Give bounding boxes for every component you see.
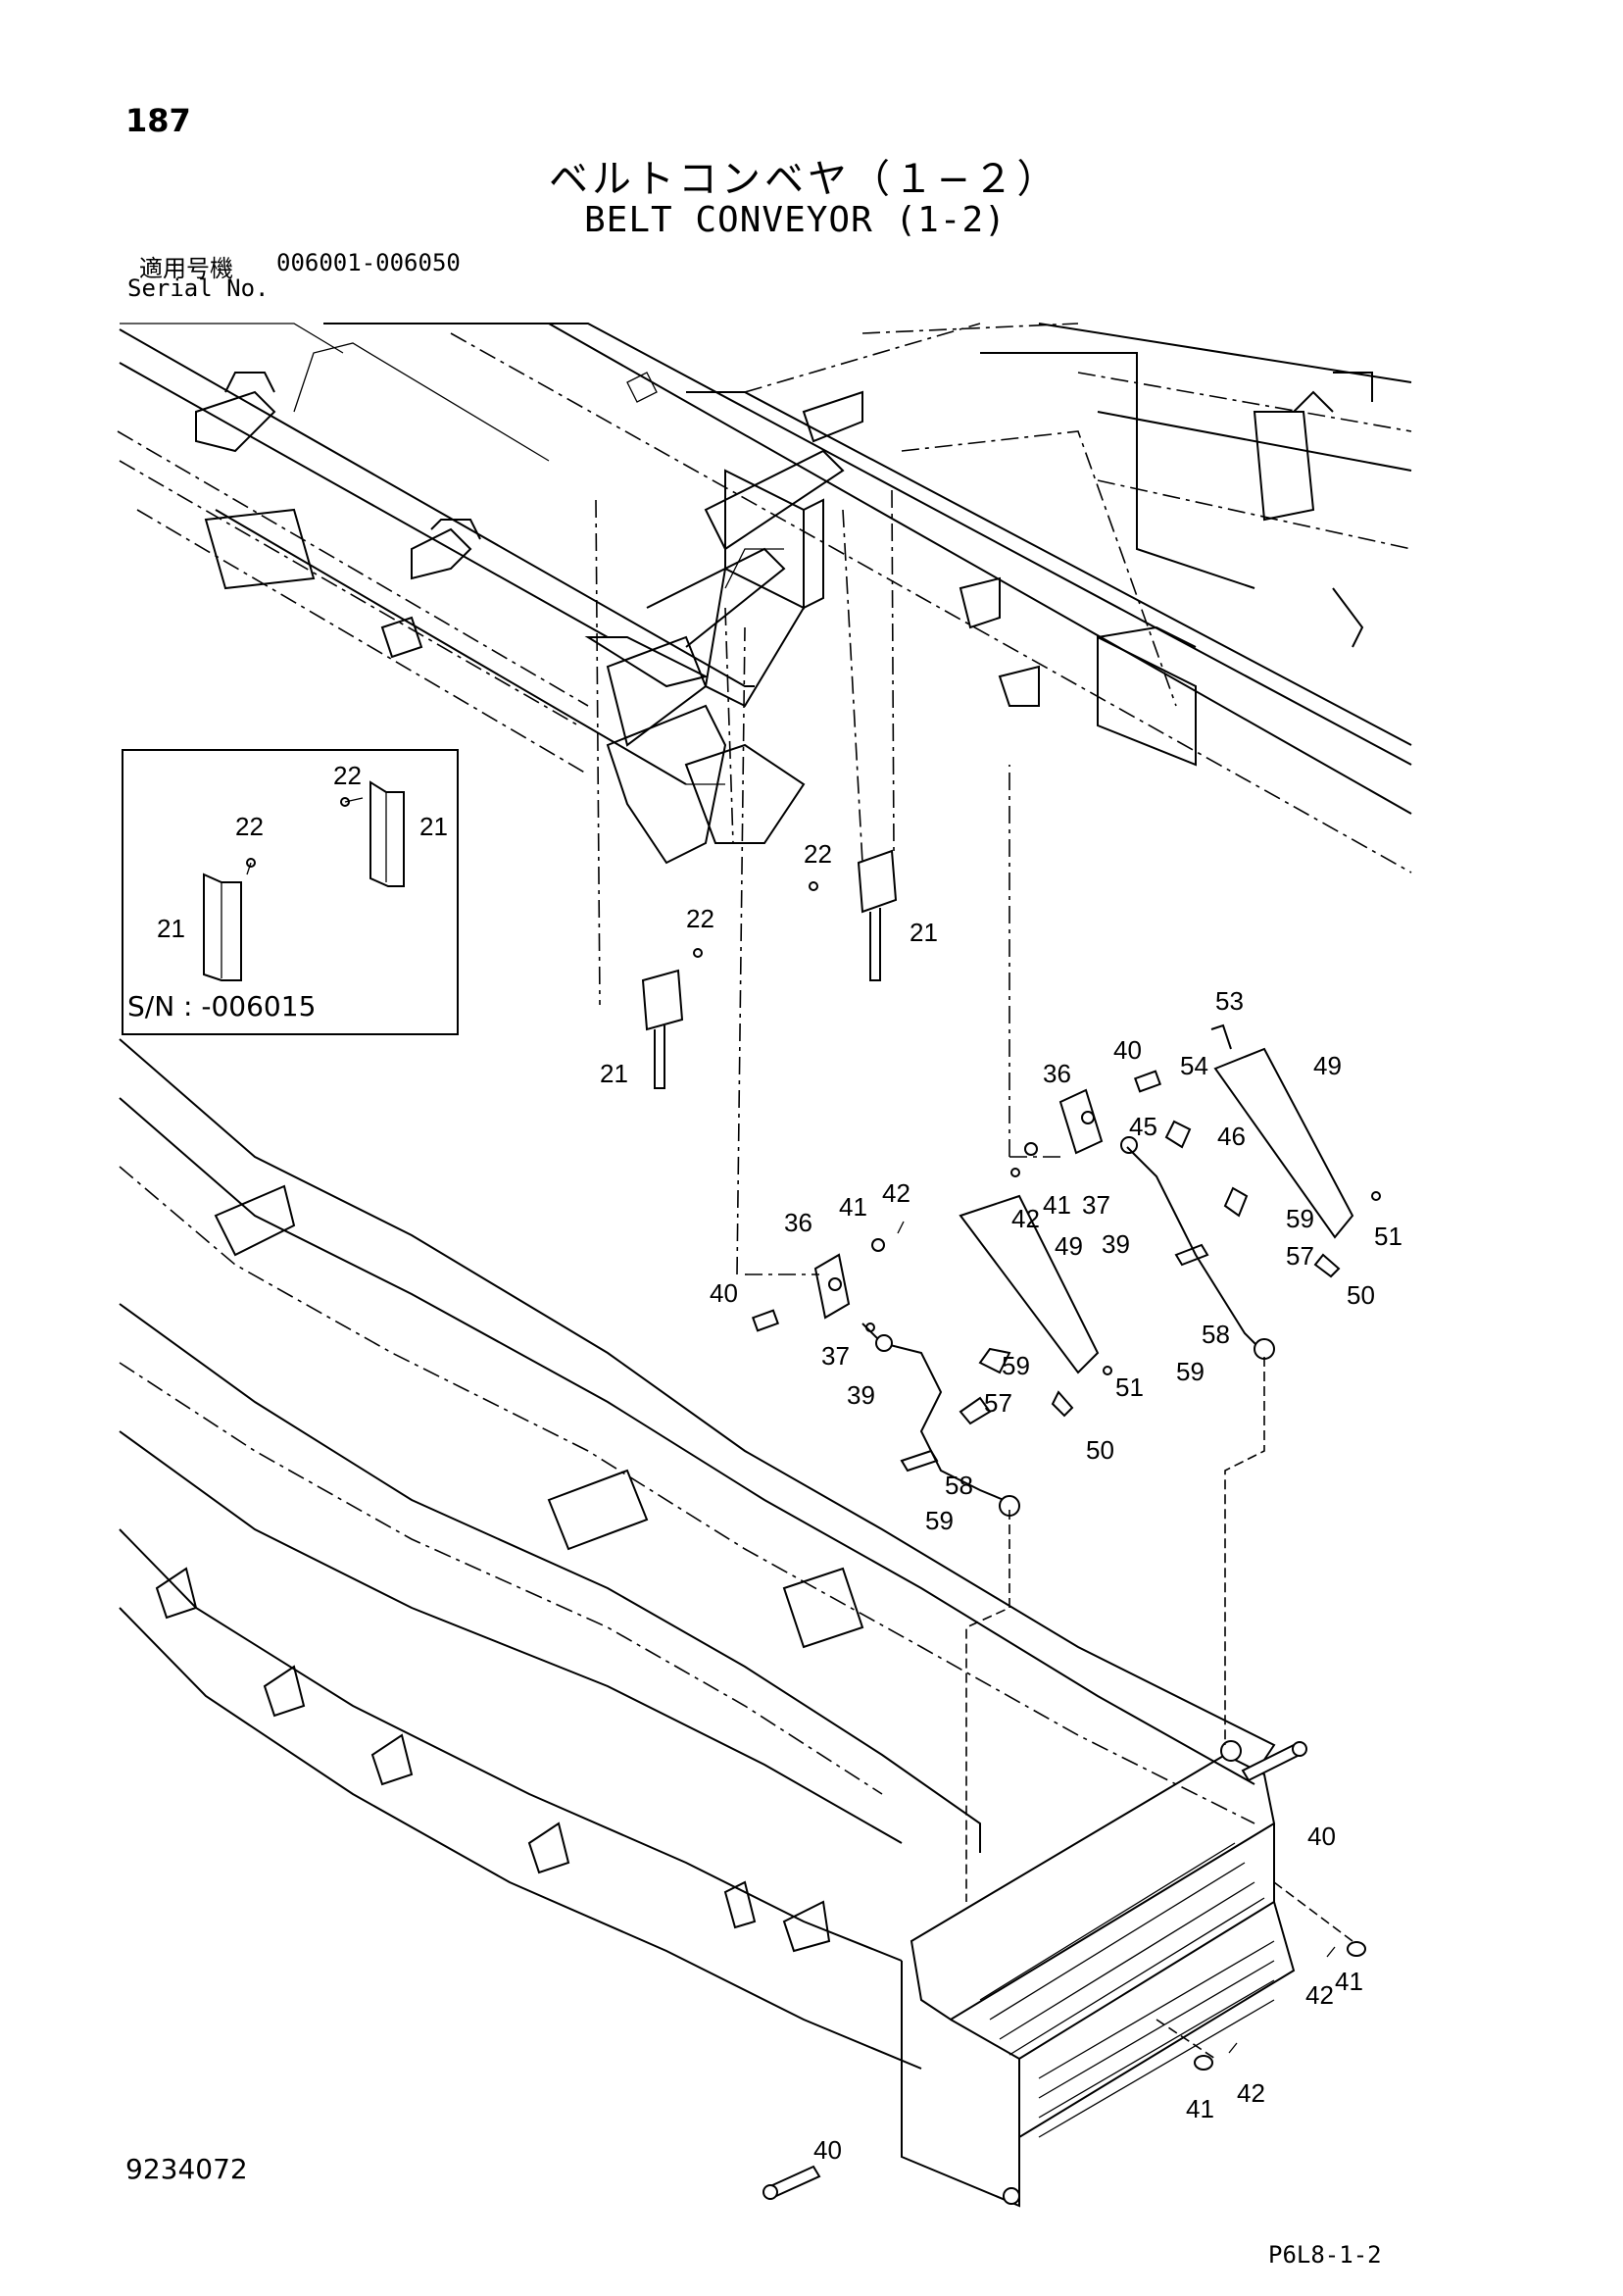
callout-label: 59 bbox=[1002, 1351, 1030, 1380]
callout-label: 42 bbox=[1011, 1204, 1040, 1233]
callout-label: 58 bbox=[945, 1471, 973, 1500]
serial-label-english: Serial No. bbox=[127, 275, 270, 302]
callout-label: 37 bbox=[821, 1341, 850, 1371]
callout-label: 58 bbox=[1202, 1320, 1230, 1349]
drawing-number: 9234072 bbox=[125, 2153, 248, 2185]
callout-label: 22 bbox=[804, 839, 832, 869]
callout-labels: 22 22 21 21 22 21 22 21 53 40 36 54 49 4… bbox=[157, 761, 1402, 2165]
bracket-assembly-right bbox=[1008, 765, 1381, 1360]
callout-label: 22 bbox=[333, 761, 362, 790]
callout-label: 36 bbox=[784, 1208, 812, 1237]
callout-label: 57 bbox=[984, 1388, 1012, 1418]
callout-label: 51 bbox=[1374, 1222, 1402, 1251]
callout-label: 41 bbox=[1335, 1967, 1363, 1996]
serial-label-japanese: 適用号機 bbox=[139, 255, 233, 282]
callout-label: 21 bbox=[600, 1059, 628, 1088]
callout-label: 59 bbox=[925, 1506, 954, 1535]
callout-label: 22 bbox=[686, 904, 714, 933]
callout-label: 42 bbox=[882, 1178, 910, 1208]
callout-label: 41 bbox=[1186, 2094, 1214, 2123]
inset-parts bbox=[203, 780, 405, 981]
page-number: 187 bbox=[125, 102, 191, 139]
serial-range: 006001-006050 bbox=[276, 249, 461, 276]
callout-label: 45 bbox=[1129, 1112, 1157, 1141]
callout-label: 41 bbox=[839, 1192, 867, 1222]
callout-label: 49 bbox=[1313, 1051, 1342, 1080]
callout-label: 21 bbox=[157, 914, 185, 943]
callout-label: 51 bbox=[1115, 1373, 1144, 1402]
callout-label: 42 bbox=[1305, 1980, 1334, 2010]
callout-label: 21 bbox=[419, 812, 448, 841]
inset-detail-box bbox=[122, 749, 459, 1035]
lower-conveyor-body bbox=[119, 1038, 1296, 2208]
callout-label: 50 bbox=[1086, 1435, 1114, 1465]
page-title-japanese: ベルトコンベヤ（１−２） bbox=[549, 157, 1060, 202]
callout-label: 57 bbox=[1286, 1241, 1314, 1271]
callout-label: 39 bbox=[1102, 1229, 1130, 1259]
callout-label: 41 bbox=[1043, 1190, 1071, 1220]
inset-serial-note: S/N : -006015 bbox=[127, 990, 317, 1023]
callout-label: 40 bbox=[813, 2135, 842, 2165]
callout-label: 40 bbox=[1113, 1035, 1142, 1065]
callout-label: 37 bbox=[1082, 1190, 1110, 1220]
callout-label: 54 bbox=[1180, 1051, 1208, 1080]
callout-label: 59 bbox=[1176, 1357, 1205, 1386]
tail-pins bbox=[762, 1357, 1366, 2200]
callout-label: 40 bbox=[1307, 1822, 1336, 1851]
callout-label: 21 bbox=[910, 918, 938, 947]
callout-label: 53 bbox=[1215, 986, 1244, 1016]
callout-label: 59 bbox=[1286, 1204, 1314, 1233]
callout-label: 50 bbox=[1347, 1280, 1375, 1310]
sheet-code: P6L8-1-2 bbox=[1268, 2241, 1382, 2269]
mount-plates-upper bbox=[595, 489, 898, 1089]
callout-label: 40 bbox=[710, 1278, 738, 1308]
callout-label: 39 bbox=[847, 1380, 875, 1410]
page-title-english: BELT CONVEYOR (1-2) bbox=[584, 200, 1007, 240]
bracket-assembly-left bbox=[736, 626, 1112, 1517]
callout-label: 46 bbox=[1217, 1122, 1246, 1151]
callout-label: 49 bbox=[1055, 1231, 1083, 1261]
upper-frame bbox=[117, 323, 1412, 873]
callout-label: 22 bbox=[235, 812, 264, 841]
callout-label: 42 bbox=[1237, 2078, 1265, 2108]
callout-label: 36 bbox=[1043, 1059, 1071, 1088]
